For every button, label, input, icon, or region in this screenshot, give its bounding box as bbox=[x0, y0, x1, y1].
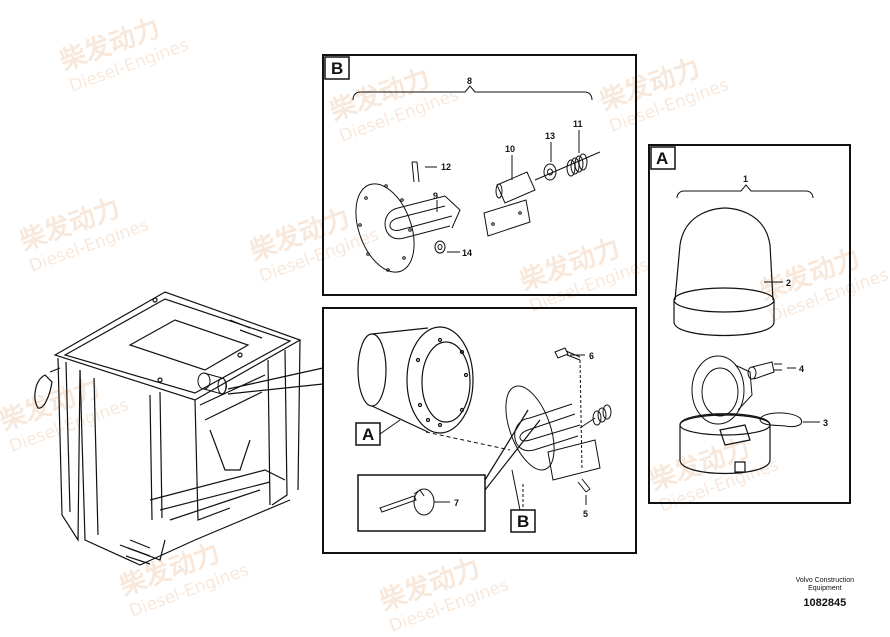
panel-b-detail bbox=[322, 54, 637, 296]
ref-a-label: A bbox=[362, 425, 374, 444]
callout-7: 7 bbox=[454, 498, 459, 508]
cable-tie-inset bbox=[357, 474, 486, 532]
panel-assembly-detail bbox=[322, 307, 637, 554]
callout-2: 2 bbox=[786, 278, 791, 288]
callout-6: 6 bbox=[589, 351, 594, 361]
callout-8: 8 bbox=[467, 76, 472, 86]
nut bbox=[543, 163, 557, 181]
pin bbox=[411, 161, 420, 183]
screw bbox=[577, 478, 591, 493]
u-bar bbox=[389, 205, 453, 231]
reflector bbox=[691, 355, 753, 425]
spring bbox=[566, 153, 588, 177]
callout-14: 14 bbox=[462, 248, 472, 258]
seal-ring bbox=[759, 412, 803, 428]
drawing-number: 1082845 bbox=[803, 597, 847, 609]
bracket-8 bbox=[352, 85, 593, 101]
callout-10: 10 bbox=[505, 144, 515, 154]
callout-9: 9 bbox=[433, 191, 438, 201]
panel-a-detail bbox=[648, 144, 851, 504]
callout-3: 3 bbox=[823, 418, 828, 428]
housing bbox=[483, 171, 536, 237]
leader-line bbox=[227, 367, 324, 395]
cable-tie bbox=[379, 488, 435, 516]
bulb bbox=[747, 361, 782, 380]
ref-b-label: B bbox=[517, 512, 529, 531]
bolt bbox=[554, 347, 583, 471]
panel-a-tag: A bbox=[656, 149, 668, 168]
flange-plate bbox=[355, 183, 415, 273]
callout-12: 12 bbox=[441, 162, 451, 172]
flange-plate-lower bbox=[505, 385, 581, 471]
callout-11: 11 bbox=[573, 119, 583, 129]
cab-frame bbox=[34, 291, 302, 566]
footer-reference: Volvo Construction Equipment 1082845 bbox=[796, 577, 854, 609]
footer-line2: Equipment bbox=[808, 585, 842, 592]
callout-5: 5 bbox=[583, 509, 588, 519]
callout-1: 1 bbox=[743, 174, 748, 184]
mounting-plate bbox=[547, 439, 601, 481]
panel-b-tag-box bbox=[324, 56, 350, 80]
callout-4: 4 bbox=[799, 364, 804, 374]
ref-b-box bbox=[510, 509, 536, 533]
panel-b-tag: B bbox=[331, 59, 343, 78]
panel-a-tag-box bbox=[650, 146, 676, 170]
beacon-dome bbox=[673, 207, 775, 337]
beacon-on-cab bbox=[197, 372, 227, 395]
beacon-base bbox=[679, 413, 771, 475]
washer bbox=[434, 240, 446, 254]
footer-line1: Volvo Construction bbox=[795, 577, 854, 584]
bracket-1 bbox=[676, 184, 814, 199]
drum bbox=[357, 326, 474, 434]
spring-connector bbox=[579, 404, 612, 429]
callout-13: 13 bbox=[545, 131, 555, 141]
